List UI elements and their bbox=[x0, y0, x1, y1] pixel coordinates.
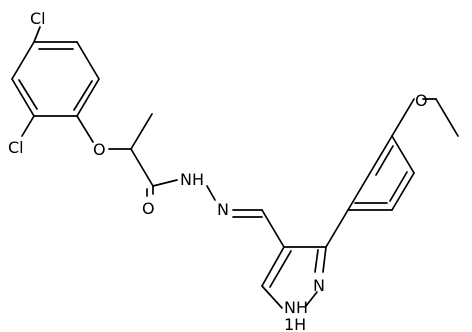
bond bbox=[18, 79, 38, 110]
atom-label-cl-top: Cl bbox=[30, 9, 46, 28]
bond bbox=[325, 209, 349, 248]
bond bbox=[314, 249, 319, 273]
bond bbox=[391, 135, 415, 174]
bond bbox=[152, 179, 178, 187]
atom-label-cl-left: Cl bbox=[8, 138, 24, 157]
bond bbox=[261, 209, 285, 248]
bond bbox=[389, 171, 408, 202]
bond bbox=[11, 78, 35, 117]
atom-label-o-methoxy: O bbox=[415, 91, 428, 110]
pyrazole-ring bbox=[261, 246, 327, 309]
bond bbox=[76, 78, 100, 117]
methoxyphenyl-ring bbox=[347, 135, 415, 211]
atom-label-n-imine: N bbox=[217, 200, 229, 219]
bond bbox=[391, 172, 415, 211]
bond bbox=[269, 250, 292, 288]
bond bbox=[369, 135, 393, 174]
bond bbox=[375, 145, 394, 176]
bond bbox=[76, 115, 94, 143]
bond bbox=[261, 285, 283, 309]
bond bbox=[206, 185, 216, 201]
bond bbox=[21, 115, 35, 137]
atom-label-h-pyrazole: 1H bbox=[284, 315, 306, 332]
atom-label-nh-pyrazole: NH bbox=[284, 298, 308, 317]
bond bbox=[391, 98, 415, 137]
bond bbox=[11, 41, 35, 80]
bond bbox=[130, 148, 154, 187]
bond bbox=[73, 80, 93, 111]
bond bbox=[322, 246, 327, 273]
dichlorophenyl-ring bbox=[11, 41, 100, 117]
bond bbox=[435, 98, 459, 137]
bond bbox=[33, 26, 41, 43]
bond bbox=[347, 172, 371, 211]
atom-label-o-ether: O bbox=[93, 140, 106, 159]
atom-label-nh-hydrazide: NH bbox=[180, 170, 204, 189]
bond bbox=[261, 246, 285, 287]
bond bbox=[305, 291, 318, 307]
atom-label-n-pyrazole: N bbox=[313, 276, 325, 295]
bond bbox=[76, 41, 100, 80]
atom-label-o-carbonyl: O bbox=[142, 199, 155, 218]
bond bbox=[130, 113, 153, 150]
